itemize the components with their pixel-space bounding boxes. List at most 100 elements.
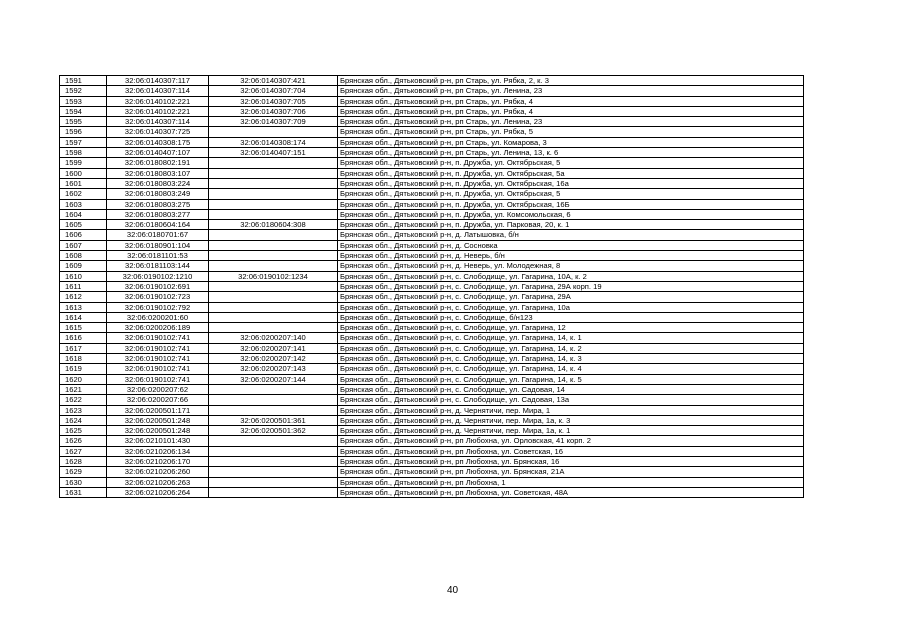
linked-cadastral-number-cell: 32:06:0200207:141 — [208, 342, 338, 355]
linked-cadastral-number-cell — [208, 260, 338, 272]
address-cell: Брянская обл., Дятьковский р-н, с. Слобо… — [337, 353, 804, 365]
cadastral-number-cell: 32:06:0210206:264 — [106, 486, 209, 499]
linked-cadastral-number-cell: 32:06:0200501:362 — [208, 425, 338, 437]
row-number-cell: 1600 — [59, 167, 107, 179]
linked-cadastral-number-cell: 32:06:0200207:142 — [208, 353, 338, 365]
linked-cadastral-number-cell — [208, 208, 338, 221]
linked-cadastral-number-cell: 32:06:0180604:308 — [208, 219, 338, 231]
row-number-cell: 1604 — [59, 208, 107, 221]
linked-cadastral-number-cell — [208, 445, 338, 457]
cadastral-number-cell: 32:06:0180701:67 — [106, 229, 209, 241]
row-number-cell: 1621 — [59, 383, 107, 396]
address-cell: Брянская обл., Дятьковский р-н, рп Старь… — [337, 147, 804, 159]
cadastral-number-cell: 32:06:0190102:741 — [106, 353, 209, 365]
row-number-cell: 1614 — [59, 311, 107, 324]
row-number-cell: 1620 — [59, 373, 107, 385]
row-number-cell: 1592 — [59, 85, 107, 97]
linked-cadastral-number-cell — [208, 466, 338, 478]
address-cell: Брянская обл., Дятьковский р-н, п. Дружб… — [337, 177, 804, 190]
row-number-cell: 1603 — [59, 198, 107, 210]
address-cell: Брянская обл., Дятьковский р-н, п. Дружб… — [337, 219, 804, 231]
row-number-cell: 1616 — [59, 332, 107, 344]
row-number-cell: 1610 — [59, 270, 107, 282]
cadastral-number-cell: 32:06:0190102:741 — [106, 363, 209, 375]
row-number-cell: 1618 — [59, 353, 107, 365]
linked-cadastral-number-cell — [208, 394, 338, 406]
cadastral-number-cell: 32:06:0210101:430 — [106, 435, 209, 447]
cadastral-number-cell: 32:06:0190102:741 — [106, 332, 209, 344]
address-cell: Брянская обл., Дятьковский р-н, с. Слобо… — [337, 363, 804, 375]
row-number-cell: 1609 — [59, 260, 107, 272]
row-number-cell: 1593 — [59, 95, 107, 107]
cadastral-number-cell: 32:06:0180604:164 — [106, 219, 209, 231]
cadastral-number-cell: 32:06:0200501:248 — [106, 414, 209, 427]
address-cell: Брянская обл., Дятьковский р-н, рп Любох… — [337, 476, 804, 488]
linked-cadastral-number-cell — [208, 188, 338, 200]
row-number-cell: 1627 — [59, 445, 107, 457]
address-cell: Брянская обл., Дятьковский р-н, с. Слобо… — [337, 322, 804, 334]
linked-cadastral-number-cell: 32:06:0140307:709 — [208, 116, 338, 128]
cadastral-number-cell: 32:06:0140407:107 — [106, 147, 209, 159]
linked-cadastral-number-cell: 32:06:0200207:140 — [208, 332, 338, 344]
address-cell: Брянская обл., Дятьковский р-н, с. Слобо… — [337, 280, 804, 293]
row-number-cell: 1624 — [59, 414, 107, 427]
cadastral-number-cell: 32:06:0210206:260 — [106, 466, 209, 478]
address-cell: Брянская обл., Дятьковский р-н, с. Слобо… — [337, 342, 804, 355]
linked-cadastral-number-cell — [208, 301, 338, 313]
cadastral-number-cell: 32:06:0200201:60 — [106, 311, 209, 324]
cadastral-number-cell: 32:06:0190102:691 — [106, 280, 209, 293]
row-number-cell: 1629 — [59, 466, 107, 478]
address-cell: Брянская обл., Дятьковский р-н, п. Дружб… — [337, 188, 804, 200]
cadastral-number-cell: 32:06:0140307:114 — [106, 116, 209, 128]
page-number: 40 — [446, 585, 459, 596]
linked-cadastral-number-cell: 32:06:0200207:144 — [208, 373, 338, 385]
cadastral-number-cell: 32:06:0200206:189 — [106, 322, 209, 334]
linked-cadastral-number-cell — [208, 198, 338, 210]
address-cell: Брянская обл., Дятьковский р-н, с. Слобо… — [337, 373, 804, 385]
address-cell: Брянская обл., Дятьковский р-н, д. Невер… — [337, 250, 804, 262]
address-cell: Брянская обл., Дятьковский р-н, рп Старь… — [337, 105, 804, 118]
row-number-cell: 1605 — [59, 219, 107, 231]
linked-cadastral-number-cell: 32:06:0140307:704 — [208, 85, 338, 97]
row-number-cell: 1608 — [59, 250, 107, 262]
row-number-cell: 1625 — [59, 425, 107, 437]
address-cell: Брянская обл., Дятьковский р-н, д. Латыш… — [337, 229, 804, 241]
row-number-cell: 1597 — [59, 136, 107, 149]
address-cell: Брянская обл., Дятьковский р-н, с. Слобо… — [337, 311, 804, 324]
cadastral-number-cell: 32:06:0190102:741 — [106, 342, 209, 355]
address-cell: Брянская обл., Дятьковский р-н, п. Дружб… — [337, 157, 804, 169]
row-number-cell: 1611 — [59, 280, 107, 293]
cadastral-number-cell: 32:06:0180803:107 — [106, 167, 209, 179]
address-cell: Брянская обл., Дятьковский р-н, п. Дружб… — [337, 167, 804, 179]
linked-cadastral-number-cell — [208, 229, 338, 241]
linked-cadastral-number-cell — [208, 476, 338, 488]
address-cell: Брянская обл., Дятьковский р-н, рп Старь… — [337, 136, 804, 149]
address-cell: Брянская обл., Дятьковский р-н, рп Любох… — [337, 486, 804, 499]
cadastral-number-cell: 32:06:0140307:114 — [106, 85, 209, 97]
linked-cadastral-number-cell — [208, 157, 338, 169]
row-number-cell: 1596 — [59, 126, 107, 138]
row-number-cell: 1598 — [59, 147, 107, 159]
address-cell: Брянская обл., Дятьковский р-н, с. Слобо… — [337, 291, 804, 303]
